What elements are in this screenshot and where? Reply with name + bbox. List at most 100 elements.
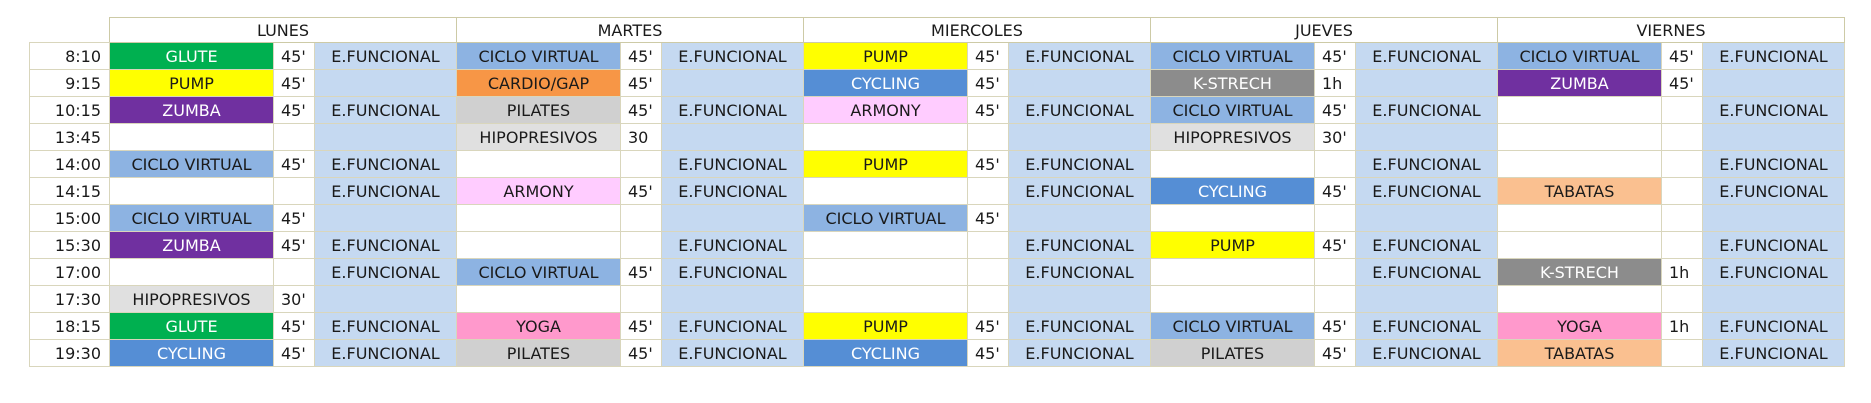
class-schedule-table: LUNES MARTES MIERCOLES JUEVES VIERNES 8:… [29, 17, 1845, 367]
functional-training-cell: E.FUNCIONAL [314, 150, 457, 178]
functional-training-cell: E.FUNCIONAL [314, 96, 457, 124]
functional-training-cell: E.FUNCIONAL [1008, 231, 1151, 259]
functional-training-cell [661, 69, 804, 97]
duration-cell: 45' [1314, 42, 1356, 70]
class-name-cell [1497, 96, 1662, 124]
functional-training-cell: E.FUNCIONAL [1355, 258, 1498, 286]
functional-training-cell: E.FUNCIONAL [661, 231, 804, 259]
duration-cell: 45' [273, 312, 315, 340]
duration-cell [1314, 150, 1356, 178]
functional-training-cell: E.FUNCIONAL [1702, 177, 1845, 205]
duration-cell: 45' [620, 96, 662, 124]
functional-training-cell: E.FUNCIONAL [1702, 96, 1845, 124]
functional-training-cell: E.FUNCIONAL [661, 96, 804, 124]
class-name-cell: HIPOPRESIVOS [1150, 123, 1315, 151]
duration-cell [620, 150, 662, 178]
functional-training-cell: E.FUNCIONAL [314, 231, 457, 259]
time-cell: 15:30 [29, 231, 110, 259]
class-name-cell: ARMONY [456, 177, 621, 205]
class-name-cell: ZUMBA [109, 96, 274, 124]
functional-training-cell [1355, 123, 1498, 151]
time-cell: 19:30 [29, 339, 110, 367]
class-name-cell [1497, 150, 1662, 178]
class-name-cell: TABATAS [1497, 339, 1662, 367]
duration-cell: 45' [967, 312, 1009, 340]
functional-training-cell [1355, 204, 1498, 232]
functional-training-cell: E.FUNCIONAL [1008, 177, 1151, 205]
class-name-cell: PUMP [803, 42, 968, 70]
duration-cell [967, 177, 1009, 205]
time-cell: 14:15 [29, 177, 110, 205]
functional-training-cell: E.FUNCIONAL [1702, 42, 1845, 70]
class-name-cell: TABATAS [1497, 177, 1662, 205]
duration-cell [1661, 96, 1703, 124]
duration-cell: 45' [273, 69, 315, 97]
functional-training-cell: E.FUNCIONAL [1008, 42, 1151, 70]
class-name-cell [1150, 285, 1315, 313]
duration-cell: 30' [1314, 123, 1356, 151]
class-name-cell [803, 177, 968, 205]
functional-training-cell [1008, 123, 1151, 151]
functional-training-cell: E.FUNCIONAL [1702, 150, 1845, 178]
duration-cell [967, 285, 1009, 313]
duration-cell: 30 [620, 123, 662, 151]
functional-training-cell [1355, 285, 1498, 313]
corner-cell [29, 17, 110, 43]
duration-cell: 45' [1314, 96, 1356, 124]
class-name-cell [109, 123, 274, 151]
functional-training-cell: E.FUNCIONAL [1008, 258, 1151, 286]
duration-cell [620, 204, 662, 232]
class-name-cell: K-STRECH [1497, 258, 1662, 286]
class-name-cell [803, 285, 968, 313]
duration-cell [1661, 339, 1703, 367]
time-cell: 9:15 [29, 69, 110, 97]
functional-training-cell: E.FUNCIONAL [1355, 96, 1498, 124]
functional-training-cell: E.FUNCIONAL [1355, 42, 1498, 70]
duration-cell [1661, 204, 1703, 232]
functional-training-cell: E.FUNCIONAL [314, 42, 457, 70]
functional-training-cell [314, 69, 457, 97]
functional-training-cell: E.FUNCIONAL [314, 258, 457, 286]
class-name-cell: HIPOPRESIVOS [109, 285, 274, 313]
functional-training-cell [661, 285, 804, 313]
day-header: VIERNES [1497, 17, 1845, 43]
functional-training-cell: E.FUNCIONAL [1008, 312, 1151, 340]
duration-cell: 45' [1314, 312, 1356, 340]
class-name-cell [1497, 285, 1662, 313]
duration-cell [1661, 150, 1703, 178]
duration-cell: 45' [620, 258, 662, 286]
class-name-cell: CYCLING [109, 339, 274, 367]
class-name-cell: CICLO VIRTUAL [1150, 312, 1315, 340]
duration-cell [967, 231, 1009, 259]
duration-cell: 45' [620, 69, 662, 97]
class-name-cell [803, 123, 968, 151]
class-name-cell: CICLO VIRTUAL [109, 204, 274, 232]
class-name-cell: PILATES [456, 339, 621, 367]
class-name-cell: GLUTE [109, 312, 274, 340]
functional-training-cell: E.FUNCIONAL [1355, 150, 1498, 178]
class-name-cell: CICLO VIRTUAL [1150, 96, 1315, 124]
duration-cell: 45' [273, 42, 315, 70]
functional-training-cell: E.FUNCIONAL [661, 312, 804, 340]
duration-cell [1661, 177, 1703, 205]
class-name-cell [1497, 123, 1662, 151]
duration-cell [273, 123, 315, 151]
duration-cell: 45' [273, 204, 315, 232]
class-name-cell: CARDIO/GAP [456, 69, 621, 97]
class-name-cell: HIPOPRESIVOS [456, 123, 621, 151]
duration-cell: 45' [620, 339, 662, 367]
functional-training-cell: E.FUNCIONAL [1008, 339, 1151, 367]
duration-cell: 1h [1314, 69, 1356, 97]
class-name-cell: CICLO VIRTUAL [1150, 42, 1315, 70]
duration-cell: 45' [273, 96, 315, 124]
duration-cell [620, 285, 662, 313]
functional-training-cell: E.FUNCIONAL [314, 177, 457, 205]
class-name-cell [456, 204, 621, 232]
